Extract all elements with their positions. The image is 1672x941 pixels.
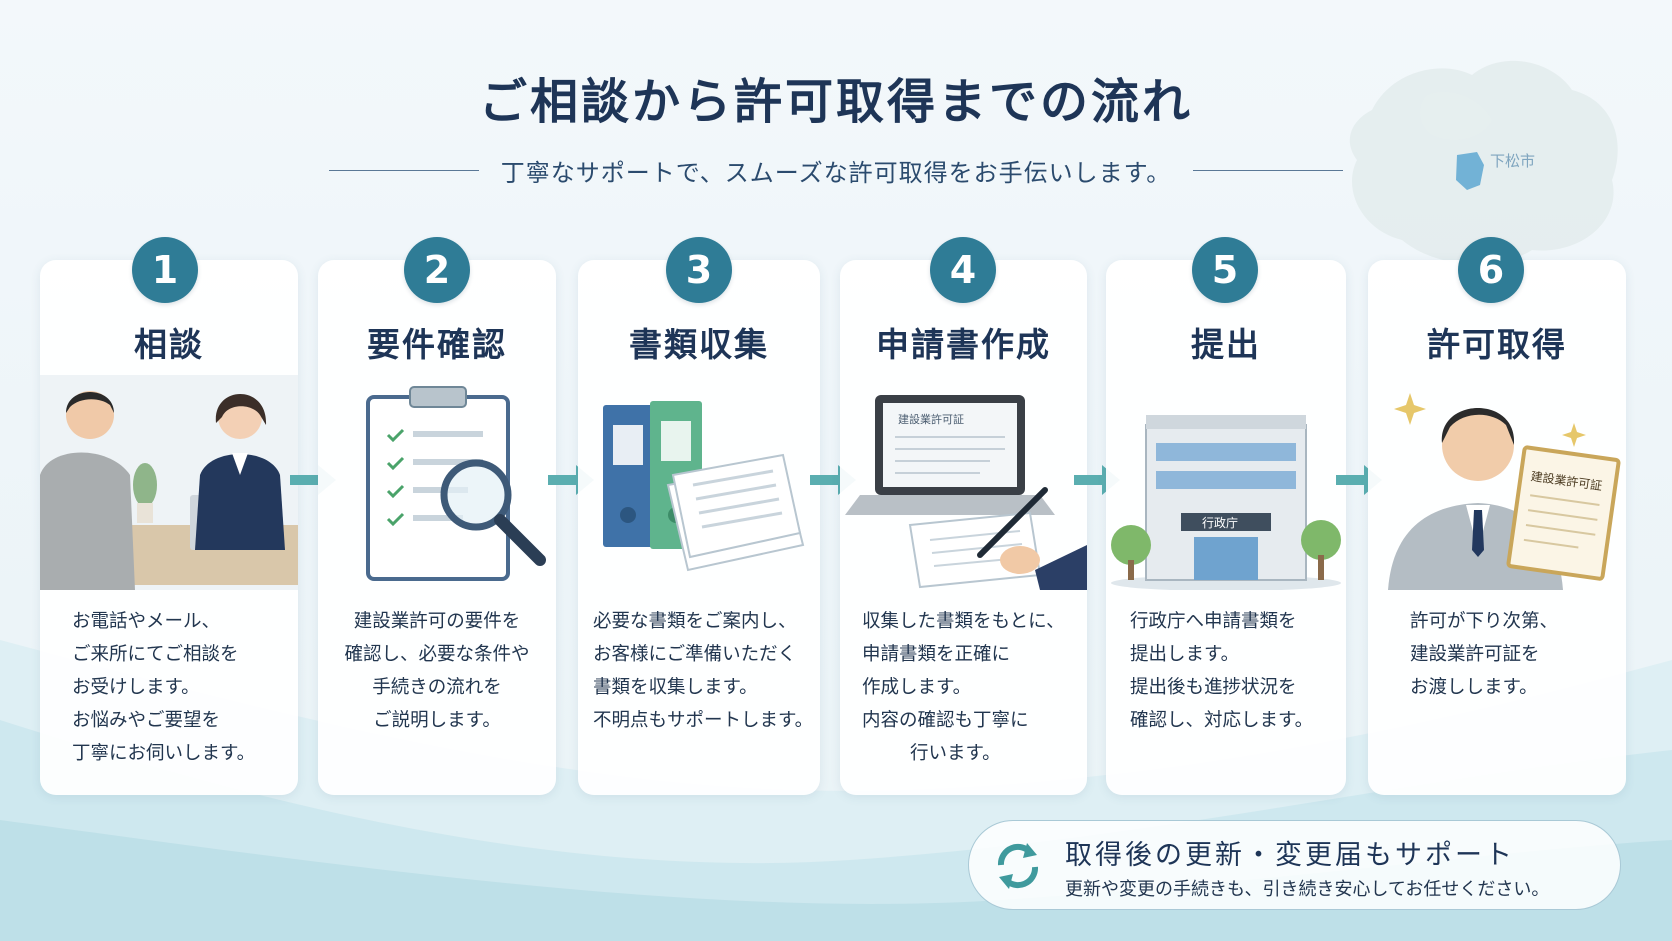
step-description-6: 許可が下り次第、 建設業許可証を お渡しします。 <box>1410 611 1559 698</box>
application-writing-illustration: 建設業許可証 <box>845 395 1087 590</box>
background-map-illustration: 下松市 <box>1349 60 1618 265</box>
certificate-icon <box>1506 445 1621 581</box>
support-title: 取得後の更新・変更届もサポート <box>1065 840 1515 871</box>
paper-stack-icon <box>666 453 805 572</box>
sparkle-icon <box>1562 423 1586 447</box>
step-description-3: 必要な書類をご案内し、 お客様にご準備いただく 書類を収集します。 不明点もサポ… <box>593 611 814 731</box>
step-number-badge-3: 3 <box>666 237 732 303</box>
subtitle-line-right <box>1193 169 1344 171</box>
magnifier-icon <box>440 459 512 531</box>
consultation-illustration <box>40 375 298 590</box>
building-sign: 行政庁 <box>1202 516 1238 530</box>
checklist-illustration <box>366 386 546 581</box>
step-description-5: 行政庁へ申請書類を 提出します。 提出後も進捗状況を 確認し、対応します。 <box>1130 611 1314 731</box>
step-description-4: 収集した書類をもとに、 申請書類を正確に 作成します。 内容の確認も丁寧に 行い… <box>862 611 1065 764</box>
step-title-4: 申請書作成 <box>876 325 1051 364</box>
highlight-region <box>1456 152 1484 190</box>
step-title-3: 書類収集 <box>629 325 769 364</box>
step-number-badge-5: 5 <box>1192 237 1258 303</box>
subtitle-line-left <box>328 169 479 171</box>
sparkle-icon <box>1394 393 1426 425</box>
pen-icon <box>977 487 1048 558</box>
step-number-badge-1: 1 <box>132 237 198 303</box>
screen-title: 建設業許可証 <box>898 412 964 426</box>
step-description-2: 建設業許可の要件を 確認し、必要な条件や 手続きの流れを ご説明します。 <box>344 611 530 731</box>
step-number-badge-4: 4 <box>930 237 996 303</box>
permit-obtained-illustration: 建設業許可証 <box>1388 393 1621 590</box>
step-number-badge-2: 2 <box>404 237 470 303</box>
government-office-illustration: 行政庁 <box>1111 415 1341 590</box>
subtitle-row: 丁寧なサポートで、スムーズな許可取得をお手伝いします。 <box>0 150 1672 190</box>
step-title-5: 提出 <box>1191 325 1261 364</box>
page-title: ご相談から許可取得までの流れ <box>478 74 1193 130</box>
step-number-badge-6: 6 <box>1458 237 1524 303</box>
refresh-icon <box>997 843 1039 889</box>
documents-illustration <box>603 401 805 572</box>
step-title-2: 要件確認 <box>367 325 507 364</box>
tree-icon <box>1301 520 1341 560</box>
staff-figure <box>195 454 285 550</box>
hand-icon <box>1000 546 1040 574</box>
step-title-1: 相談 <box>134 325 204 364</box>
tree-icon <box>1111 525 1151 565</box>
customer-figure <box>40 452 135 590</box>
after-permit-support-box: 取得後の更新・変更届もサポート 更新や変更の手続きも、引き続き安心してお任せくだ… <box>968 820 1621 910</box>
step-description-1: お電話やメール、 ご来所にてご相談を お受けします。 お悩みやご要望を 丁寧にお… <box>72 611 256 764</box>
page-subtitle: 丁寧なサポートで、スムーズな許可取得をお手伝いします。 <box>500 158 1172 187</box>
step-title-6: 許可取得 <box>1427 325 1567 364</box>
map-label: 下松市 <box>1490 152 1535 170</box>
support-text: 更新や変更の手続きも、引き続き安心してお任せください。 <box>1065 879 1550 900</box>
plant-icon <box>133 463 157 507</box>
